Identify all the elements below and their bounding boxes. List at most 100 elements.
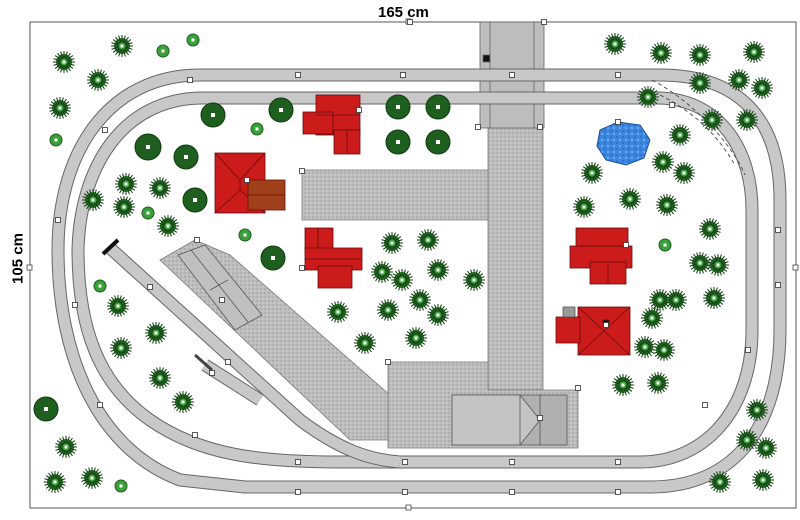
joint-marker <box>244 177 250 183</box>
joint-marker <box>55 217 61 223</box>
joint-marker <box>295 489 301 495</box>
bush-icon <box>658 238 672 252</box>
conifer-tree-icon <box>53 51 75 73</box>
conifer-tree-icon <box>689 72 711 94</box>
house-icon <box>214 152 286 214</box>
conifer-tree-icon <box>417 229 439 251</box>
conifer-tree-icon <box>703 287 725 309</box>
station-building <box>451 394 568 446</box>
conifer-tree-icon <box>391 269 413 291</box>
conifer-tree-icon <box>604 33 626 55</box>
joint-marker <box>219 297 225 303</box>
conifer-tree-icon <box>427 259 449 281</box>
track-joint-markers <box>55 19 781 495</box>
joint-marker <box>400 72 406 78</box>
deciduous-tree-icon <box>173 144 199 170</box>
conifer-tree-icon <box>743 41 765 63</box>
joint-marker <box>537 415 543 421</box>
deciduous-tree-icon <box>134 133 162 161</box>
joint-marker <box>537 124 543 130</box>
bush-icon <box>250 122 264 136</box>
road-vertical <box>487 124 544 391</box>
joint-marker <box>187 77 193 83</box>
conifer-tree-icon <box>149 367 171 389</box>
conifer-tree-icon <box>463 269 485 291</box>
joint-marker <box>356 107 362 113</box>
joint-marker <box>402 489 408 495</box>
conifer-tree-icon <box>736 429 758 451</box>
conifer-tree-icon <box>746 399 768 421</box>
conifer-tree-icon <box>82 189 104 211</box>
conifer-tree-icon <box>381 232 403 254</box>
conifer-tree-icon <box>113 196 135 218</box>
joint-marker <box>385 359 391 365</box>
house-icon <box>569 227 633 285</box>
conifer-tree-icon <box>652 151 674 173</box>
deciduous-tree-icon <box>425 94 451 120</box>
bush-icon <box>49 133 63 147</box>
bush-icon <box>156 44 170 58</box>
houses <box>214 94 633 356</box>
bush-icon <box>114 479 128 493</box>
joint-marker <box>299 265 305 271</box>
joint-marker <box>225 359 231 365</box>
conifer-tree-icon <box>427 304 449 326</box>
joint-marker <box>615 459 621 465</box>
conifer-tree-icon <box>650 42 672 64</box>
joint-marker <box>509 459 515 465</box>
joint-marker <box>192 432 198 438</box>
conifer-tree-icon <box>573 196 595 218</box>
joint-marker <box>745 347 751 353</box>
conifer-tree-icon <box>641 307 663 329</box>
conifer-tree-icon <box>149 177 171 199</box>
joint-marker <box>147 284 153 290</box>
house-icon <box>555 306 631 356</box>
conifer-tree-icon <box>728 69 750 91</box>
conifer-tree-icon <box>736 109 758 131</box>
conifer-tree-icon <box>752 469 774 491</box>
road-horizontal <box>301 169 491 221</box>
joint-marker <box>603 322 609 328</box>
joint-marker <box>295 72 301 78</box>
height-dimension-label: 105 cm <box>9 233 27 284</box>
deciduous-tree-icon <box>268 97 294 123</box>
conifer-tree-icon <box>619 188 641 210</box>
conifer-tree-icon <box>701 109 723 131</box>
conifer-tree-icon <box>157 215 179 237</box>
conifer-tree-icon <box>145 322 167 344</box>
joint-marker <box>475 124 481 130</box>
joint-marker <box>194 237 200 243</box>
conifer-tree-icon <box>634 336 656 358</box>
deciduous-tree-icon <box>33 396 59 422</box>
conifer-tree-icon <box>699 218 721 240</box>
deciduous-tree-icon <box>425 129 451 155</box>
conifer-tree-icon <box>709 471 731 493</box>
pond-icon <box>596 121 651 166</box>
conifer-tree-icon <box>110 337 132 359</box>
conifer-tree-icon <box>55 436 77 458</box>
conifer-tree-icon <box>371 261 393 283</box>
conifer-tree-icon <box>327 301 349 323</box>
buffer-stop-icon <box>101 238 213 372</box>
conifer-tree-icon <box>115 173 137 195</box>
house-icon <box>302 94 361 155</box>
joint-marker <box>102 127 108 133</box>
conifer-tree-icon <box>689 44 711 66</box>
conifer-tree-icon <box>581 162 603 184</box>
conifer-tree-icon <box>689 252 711 274</box>
joint-marker <box>402 459 408 465</box>
joint-marker <box>775 227 781 233</box>
deciduous-tree-icon <box>385 94 411 120</box>
joint-marker <box>615 72 621 78</box>
joint-marker <box>509 72 515 78</box>
conifer-tree-icon <box>44 471 66 493</box>
bush-icon <box>93 279 107 293</box>
house-icon <box>304 227 363 289</box>
deciduous-tree-icon <box>182 187 208 213</box>
conifer-tree-icon <box>107 295 129 317</box>
track-bed <box>106 243 401 468</box>
conifer-tree-icon <box>111 35 133 57</box>
deciduous-tree-icon <box>260 245 286 271</box>
joint-marker <box>615 119 621 125</box>
